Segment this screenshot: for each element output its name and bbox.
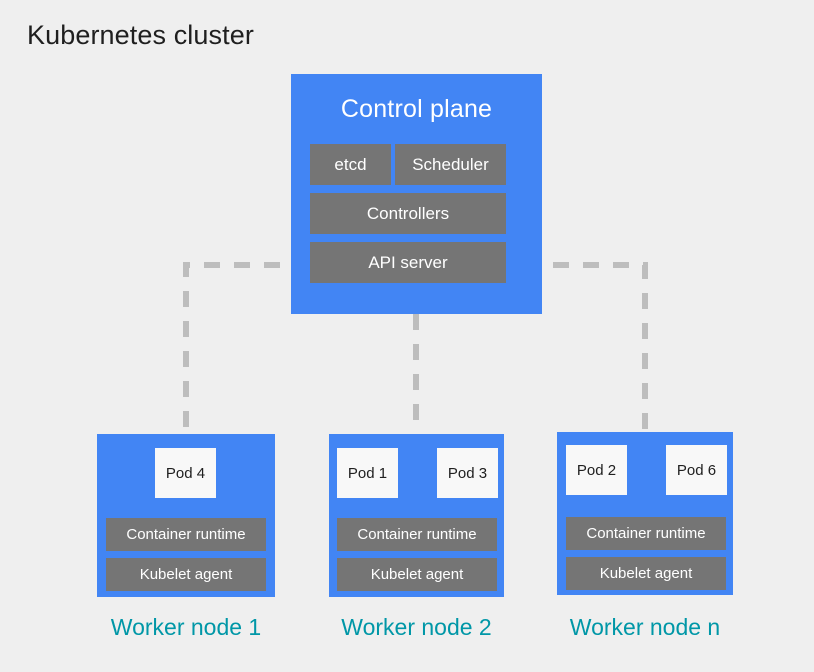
pod-label: Pod 2 — [576, 461, 617, 479]
control-plane-title: Control plane — [340, 95, 493, 123]
control-plane-component-label: Controllers — [366, 203, 450, 223]
pod-label: Pod 4 — [165, 464, 206, 482]
pod-label: Pod 6 — [676, 461, 717, 479]
control-plane-component-api-server[interactable]: API server — [310, 242, 506, 283]
pod-box[interactable]: Pod 6 — [666, 445, 727, 495]
control-plane-component-label: etcd — [334, 154, 367, 174]
container-runtime-label: Container runtime — [126, 526, 246, 543]
container-runtime-label: Container runtime — [357, 526, 477, 543]
kubelet-agent-bar[interactable]: Kubelet agent — [106, 558, 266, 591]
control-plane-panel[interactable]: Control plane etcd Scheduler Controllers… — [291, 74, 542, 314]
control-plane-component-etcd[interactable]: etcd — [310, 144, 391, 185]
worker-node-n-caption: Worker node n — [569, 614, 721, 640]
worker-node-1-caption: Worker node 1 — [110, 614, 262, 640]
container-runtime-bar[interactable]: Container runtime — [106, 518, 266, 551]
worker-node-2-panel[interactable]: Pod 1 Pod 3 Container runtime Kubelet ag… — [329, 434, 504, 597]
page-title: Kubernetes cluster — [27, 20, 254, 50]
container-runtime-bar[interactable]: Container runtime — [566, 517, 726, 550]
container-runtime-label: Container runtime — [586, 525, 706, 542]
kubelet-agent-label: Kubelet agent — [599, 565, 693, 582]
container-runtime-bar[interactable]: Container runtime — [337, 518, 497, 551]
control-plane-component-label: API server — [368, 252, 448, 272]
worker-node-n-panel[interactable]: Pod 2 Pod 6 Container runtime Kubelet ag… — [557, 432, 733, 595]
control-plane-component-label: Scheduler — [412, 154, 489, 174]
pod-box[interactable]: Pod 4 — [155, 448, 216, 498]
kubelet-agent-bar[interactable]: Kubelet agent — [337, 558, 497, 591]
pod-box[interactable]: Pod 2 — [566, 445, 627, 495]
control-plane-component-controllers[interactable]: Controllers — [310, 193, 506, 234]
kubelet-agent-bar[interactable]: Kubelet agent — [566, 557, 726, 590]
kubelet-agent-label: Kubelet agent — [370, 566, 464, 583]
kubelet-agent-label: Kubelet agent — [139, 566, 233, 583]
pod-box[interactable]: Pod 1 — [337, 448, 398, 498]
control-plane-component-scheduler[interactable]: Scheduler — [395, 144, 506, 185]
pod-label: Pod 1 — [347, 464, 388, 482]
pod-label: Pod 3 — [447, 464, 488, 482]
worker-node-1-panel[interactable]: Pod 4 Container runtime Kubelet agent — [97, 434, 275, 597]
pod-box[interactable]: Pod 3 — [437, 448, 498, 498]
worker-node-2-caption: Worker node 2 — [341, 614, 492, 640]
